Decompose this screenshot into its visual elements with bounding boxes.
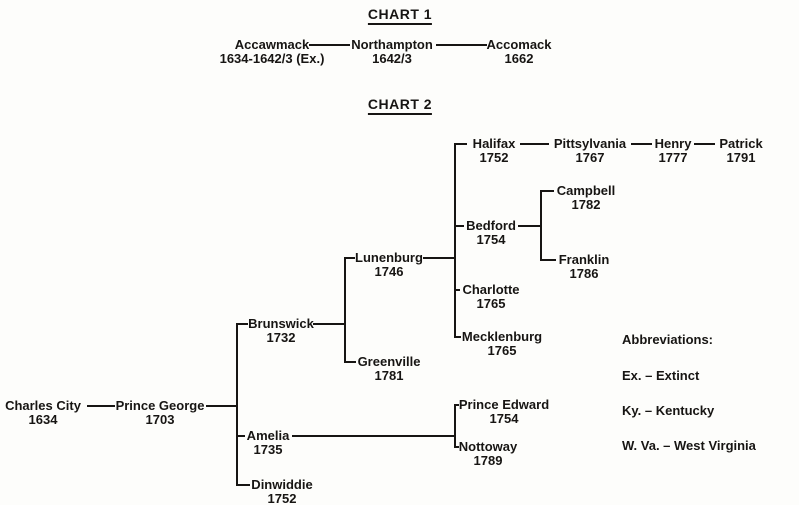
county-date: 1752 [267, 491, 297, 505]
county-date: 1777 [658, 150, 688, 165]
abbreviation-item-extinct: Ex. – Extinct [622, 368, 700, 383]
county-name: Lunenburg [355, 250, 423, 265]
county-name: Halifax [472, 136, 516, 151]
county-name: Prince Edward [458, 397, 550, 412]
node-patrick: Patrick 1791 [719, 137, 762, 165]
node-prince-edward: Prince Edward 1754 [459, 398, 549, 426]
node-northampton: Northampton 1642/3 [351, 38, 433, 66]
chart1-title: CHART 1 [367, 6, 433, 25]
county-date: 1752 [479, 150, 509, 165]
county-name: Pittsylvania [553, 136, 627, 151]
node-bedford: Bedford 1754 [466, 219, 516, 247]
county-date: 1782 [571, 197, 601, 212]
county-name: Accomack [486, 37, 552, 52]
node-dinwiddie: Dinwiddie 1752 [251, 478, 312, 505]
county-date: 1791 [726, 150, 756, 165]
node-prince-george: Prince George 1703 [116, 399, 205, 427]
county-date: 1781 [374, 368, 404, 383]
county-date: 1746 [374, 264, 404, 279]
node-charlotte: Charlotte 1765 [462, 283, 519, 311]
county-date: 1789 [473, 453, 503, 468]
node-nottoway: Nottoway 1789 [459, 440, 518, 468]
county-date: 1765 [476, 296, 506, 311]
county-date: 1634 [28, 412, 58, 427]
node-greenville: Greenville 1781 [358, 355, 421, 383]
county-name: Dinwiddie [251, 477, 313, 492]
county-name: Charlotte [462, 282, 520, 297]
abbreviation-item-west-virginia: W. Va. – West Virginia [622, 438, 756, 453]
node-campbell: Campbell 1782 [557, 184, 616, 212]
chart2-connectors [87, 143, 715, 486]
county-name: Campbell [556, 183, 616, 198]
county-name: Bedford [466, 218, 516, 233]
node-amelia: Amelia 1735 [247, 429, 290, 457]
chart2-title: CHART 2 [367, 96, 433, 115]
county-date: 1754 [489, 411, 519, 426]
county-date: 1767 [575, 150, 605, 165]
county-name: Charles City [5, 398, 81, 413]
county-date: 1786 [569, 266, 599, 281]
county-date: 1735 [253, 442, 283, 457]
abbreviation-item-kentucky: Ky. – Kentucky [622, 403, 715, 418]
county-name: Mecklenburg [461, 329, 543, 344]
county-name: Accawmack [234, 37, 310, 52]
county-date: 1703 [145, 412, 175, 427]
county-name: Nottoway [458, 439, 518, 454]
county-date: 1754 [476, 232, 506, 247]
county-name: Brunswick [248, 316, 314, 331]
node-pittsylvania: Pittsylvania 1767 [554, 137, 626, 165]
county-date: 1662 [504, 51, 534, 66]
county-date: 1765 [487, 343, 517, 358]
county-name: Prince George [115, 398, 205, 413]
abbreviations-title: Abbreviations: [622, 332, 714, 347]
county-date: 1634-1642/3 (Ex.) [219, 51, 325, 66]
county-name: Franklin [558, 252, 610, 267]
county-date: 1642/3 [372, 51, 412, 66]
node-accawmack: Accawmack 1634-1642/3 (Ex.) [220, 38, 325, 66]
node-franklin: Franklin 1786 [559, 253, 610, 281]
county-name: Henry [654, 136, 692, 151]
node-brunswick: Brunswick 1732 [248, 317, 314, 345]
county-name: Greenville [357, 354, 421, 369]
node-mecklenburg: Mecklenburg 1765 [462, 330, 542, 358]
node-henry: Henry 1777 [655, 137, 692, 165]
county-name: Patrick [719, 136, 763, 151]
node-halifax: Halifax 1752 [473, 137, 516, 165]
node-accomack: Accomack 1662 [486, 38, 551, 66]
node-lunenburg: Lunenburg 1746 [355, 251, 423, 279]
county-name: Northampton [351, 37, 433, 52]
county-name: Amelia [246, 428, 290, 443]
county-date: 1732 [266, 330, 296, 345]
node-charles-city: Charles City 1634 [5, 399, 81, 427]
